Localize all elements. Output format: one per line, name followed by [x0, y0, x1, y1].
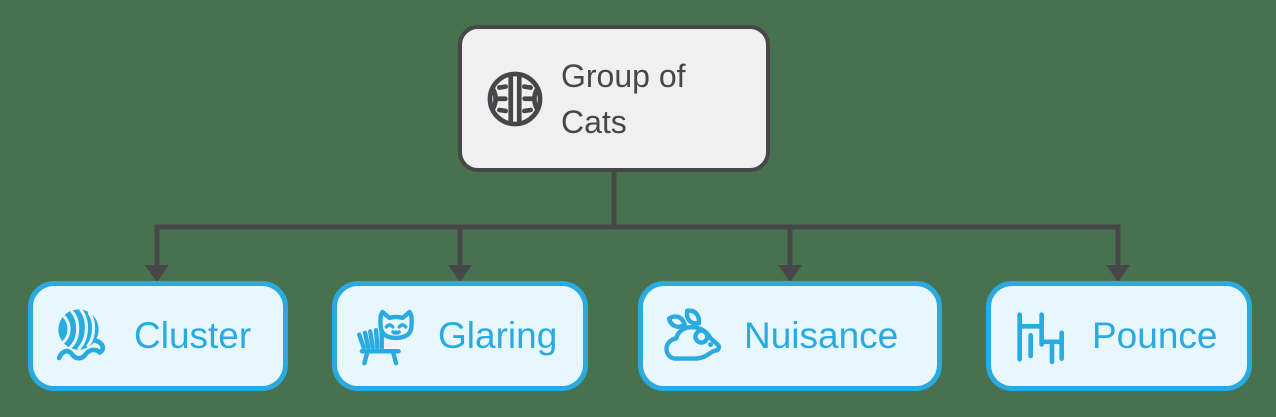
arrowhead-nuisance [778, 265, 802, 282]
child-node-label: Cluster [134, 315, 252, 356]
mouse-with-leaves-icon [664, 308, 722, 361]
yarn-ball-icon [56, 308, 106, 361]
root-node-label: Group of Cats [561, 57, 686, 140]
node-pounce: Pounce [986, 281, 1252, 391]
node-cluster: Cluster [28, 281, 288, 391]
node-nuisance: Nuisance [638, 281, 942, 391]
child-node-label: Nuisance [744, 315, 899, 356]
arrowhead-pounce [1106, 265, 1130, 282]
toy-ball-icon [487, 71, 543, 126]
arrowhead-glaring [448, 265, 472, 282]
child-node-label: Glaring [438, 315, 558, 356]
arrowhead-cluster [145, 265, 169, 282]
child-node-label: Pounce [1092, 315, 1218, 356]
toy-bars-icon [1017, 312, 1064, 365]
node-glaring: Glaring [332, 281, 588, 391]
cat-and-brush-icon [357, 309, 414, 366]
node-group-of-cats: Group of Cats [458, 25, 770, 172]
